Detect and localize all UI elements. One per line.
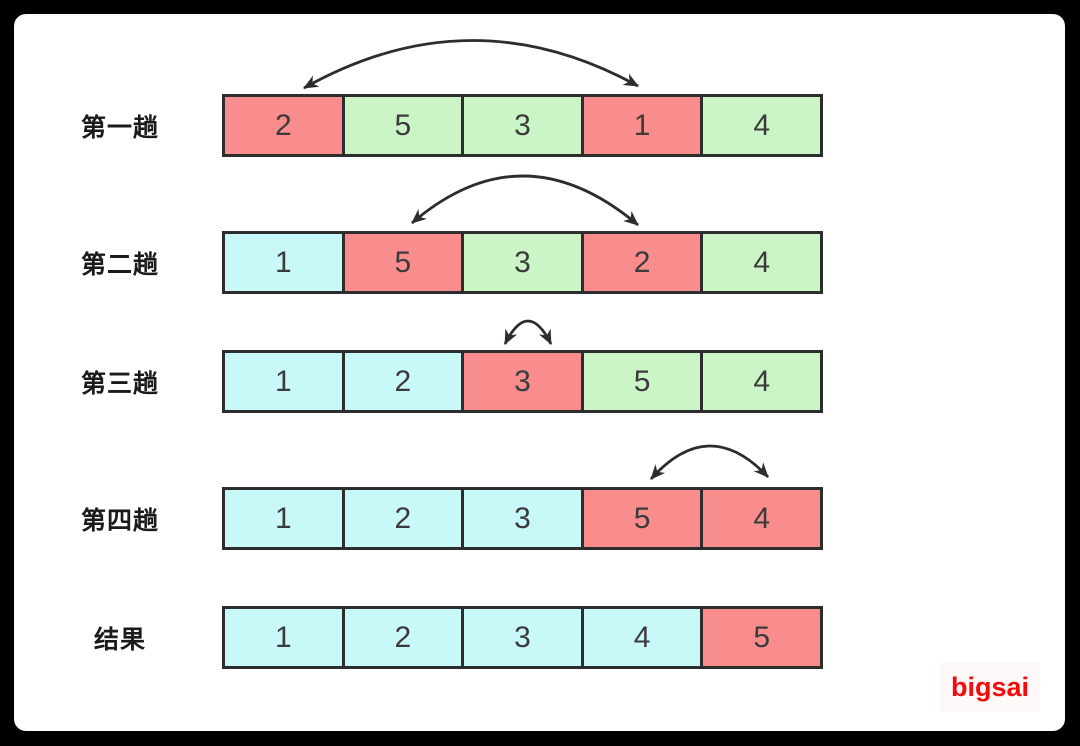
array-cell: 5 <box>700 606 823 669</box>
result-array: 1 2 3 4 5 <box>222 606 823 669</box>
array-cell: 2 <box>341 487 465 550</box>
array-cell: 4 <box>580 606 704 669</box>
bigsai-watermark: bigsai <box>940 662 1040 712</box>
diagram-card: 第一趟 2 5 3 1 4 第二趟 1 5 3 2 4 第三趟 1 2 3 5 … <box>14 14 1065 731</box>
swap-arc-pass2 <box>411 174 639 227</box>
result-label: 结果 <box>93 625 146 654</box>
pass3-label: 第三趟 <box>80 369 159 398</box>
array-cell: 1 <box>580 94 704 157</box>
array-cell: 2 <box>222 94 345 157</box>
swap-arc-pass4 <box>649 444 770 480</box>
swap-arc-pass3 <box>503 319 553 345</box>
array-cell: 5 <box>580 350 704 413</box>
array-cell: 3 <box>461 487 584 550</box>
array-cell: 1 <box>222 231 345 294</box>
pass1-label: 第一趟 <box>80 113 159 142</box>
pass3-array: 1 2 3 5 4 <box>222 350 823 413</box>
array-cell: 2 <box>580 231 704 294</box>
array-cell: 4 <box>700 231 823 294</box>
array-cell: 5 <box>341 94 465 157</box>
array-cell: 3 <box>461 350 584 413</box>
array-cell: 2 <box>341 606 465 669</box>
pass2-label: 第二趟 <box>80 250 159 279</box>
array-cell: 1 <box>222 487 345 550</box>
swap-arc-pass1 <box>303 39 639 90</box>
pass1-array: 2 5 3 1 4 <box>222 94 823 157</box>
array-cell: 3 <box>461 94 584 157</box>
array-cell: 2 <box>341 350 465 413</box>
array-cell: 3 <box>461 231 584 294</box>
array-cell: 1 <box>222 350 345 413</box>
array-cell: 4 <box>700 94 823 157</box>
array-cell: 5 <box>580 487 704 550</box>
array-cell: 1 <box>222 606 345 669</box>
array-cell: 4 <box>700 487 823 550</box>
array-cell: 5 <box>341 231 465 294</box>
array-cell: 3 <box>461 606 584 669</box>
pass4-array: 1 2 3 5 4 <box>222 487 823 550</box>
array-cell: 4 <box>700 350 823 413</box>
pass4-label: 第四趟 <box>80 506 159 535</box>
pass2-array: 1 5 3 2 4 <box>222 231 823 294</box>
